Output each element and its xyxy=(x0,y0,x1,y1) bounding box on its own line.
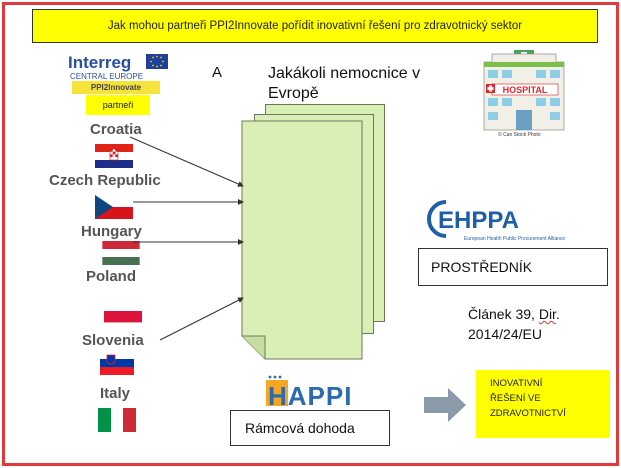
innovative-solutions-box: INOVATIVNÍ ŘEŠENÍ VE ZDRAVOTNICTVÍ xyxy=(476,370,610,438)
article-line-1: Článek 39, Dir. xyxy=(468,306,560,322)
hospital-caption: © Can Stock Photo xyxy=(498,132,541,138)
slide-title: Jak mohou partneři PPI2Innovate pořídit … xyxy=(32,9,598,43)
country-italy: Italy xyxy=(100,385,131,402)
solutions-line-3: ZDRAVOTNICTVÍ xyxy=(490,408,566,419)
ehppa-subtitle: European Health Public Procurement Allia… xyxy=(464,236,565,242)
right-arrow-icon xyxy=(424,388,466,422)
solutions-line-2: ŘEŠENÍ VE xyxy=(490,393,541,404)
croatia-flag-icon xyxy=(95,144,133,168)
slovenia-flag-icon xyxy=(100,351,134,375)
hospital-label: Jakákoli nemocnice v Evropě xyxy=(268,65,421,102)
country-hungary: Hungary xyxy=(81,223,142,240)
country-slovenia: Slovenia xyxy=(82,332,144,349)
interreg-logo: Interreg CENTRAL EUROPE xyxy=(68,53,168,81)
slide-title-text: Jak mohou partneři PPI2Innovate pořídit … xyxy=(107,20,523,32)
happi-name: HAPPI xyxy=(268,381,352,408)
ehppa-logo: EHPPA European Health Public Procurement… xyxy=(427,200,565,242)
country-poland: Poland xyxy=(86,268,137,285)
interreg-region: CENTRAL EUROPE xyxy=(70,72,143,81)
solutions-line-1: INOVATIVNÍ xyxy=(490,378,543,389)
document-front-icon xyxy=(241,120,363,360)
article-reference: Článek 39, Dir. 2014/24/EU xyxy=(468,304,560,344)
project-badge: PPI2Innovate xyxy=(72,81,160,94)
article-line-2: 2014/24/EU xyxy=(468,326,542,342)
intermediary-box: PROSTŘEDNÍK xyxy=(418,248,608,286)
intermediary-label: PROSTŘEDNÍK xyxy=(431,259,533,275)
hospital-sign: HOSPITAL xyxy=(503,85,548,95)
framework-agreement-label: Rámcová dohoda xyxy=(245,420,355,436)
hungary-flag-icon xyxy=(102,241,140,265)
partners-badge-label: partneři xyxy=(102,100,134,110)
happi-logo: HAPPI xyxy=(266,375,352,408)
italy-flag-icon xyxy=(98,408,136,432)
ehppa-name: EHPPA xyxy=(438,207,519,234)
project-badge-label: PPI2Innovate xyxy=(90,83,142,92)
framework-agreement-box: Rámcová dohoda xyxy=(230,410,390,446)
letter-a: A xyxy=(212,64,223,81)
hospital-icon: HOSPITAL xyxy=(483,50,565,131)
country-croatia: Croatia xyxy=(90,121,142,138)
partners-badge: partneři xyxy=(86,95,150,115)
poland-flag-icon xyxy=(104,299,142,323)
czech-flag-icon xyxy=(95,195,133,219)
country-czech-republic: Czech Republic xyxy=(49,172,161,189)
interreg-name: Interreg xyxy=(68,53,131,72)
